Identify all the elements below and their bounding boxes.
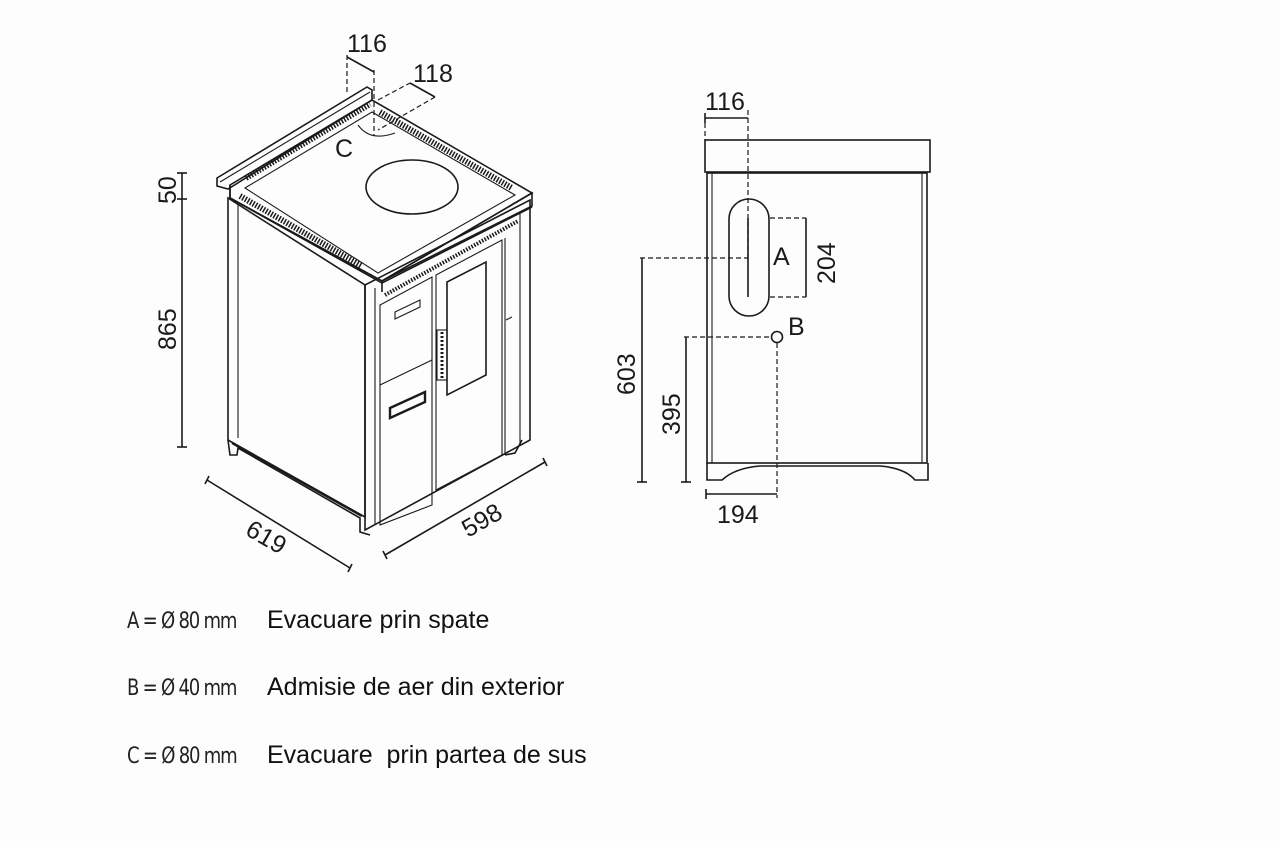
label-a-outlet: A: [773, 243, 790, 271]
isometric-stove-drawing: [216, 86, 534, 536]
isometric-dimension-lines: [177, 55, 548, 573]
legend-code: A = Ø 80 mm: [127, 609, 237, 634]
dim-slot-height: 204: [813, 242, 841, 284]
air-inlet-b-hole: [770, 330, 784, 344]
outlet-a-slot: [728, 198, 770, 317]
legend-code: C = Ø 80 mm: [127, 744, 238, 769]
dim-top-offset-2: 118: [413, 60, 453, 88]
legend-description: Admisie de aer din exterior: [267, 673, 565, 701]
dim-height-a: 603: [613, 353, 641, 395]
dim-depth: 619: [241, 515, 291, 560]
dim-offset-b: 194: [717, 501, 759, 529]
legend-item-b: B = Ø 40 mm Admisie de aer din exterior: [127, 673, 564, 702]
dim-top-height: 50: [154, 176, 182, 204]
legend-description: Evacuare prin spate: [267, 606, 490, 634]
dim-width: 598: [457, 498, 507, 543]
dim-top-offset-1: 116: [347, 30, 387, 58]
dim-height-b: 395: [658, 393, 686, 435]
side-view-drawing: [704, 139, 931, 481]
legend-code: B = Ø 40 mm: [127, 676, 237, 701]
legend-item-c: C = Ø 80 mm Evacuare prin partea de sus: [127, 741, 587, 770]
dim-offset-a: 116: [705, 88, 745, 116]
legend-description: Evacuare prin partea de sus: [267, 741, 587, 769]
label-b-inlet: B: [788, 313, 805, 341]
side-view-dimension-lines: [637, 110, 807, 499]
label-c-outlet: C: [335, 135, 353, 163]
legend-item-a: A = Ø 80 mm Evacuare prin spate: [127, 606, 489, 635]
dim-body-height: 865: [154, 308, 182, 350]
